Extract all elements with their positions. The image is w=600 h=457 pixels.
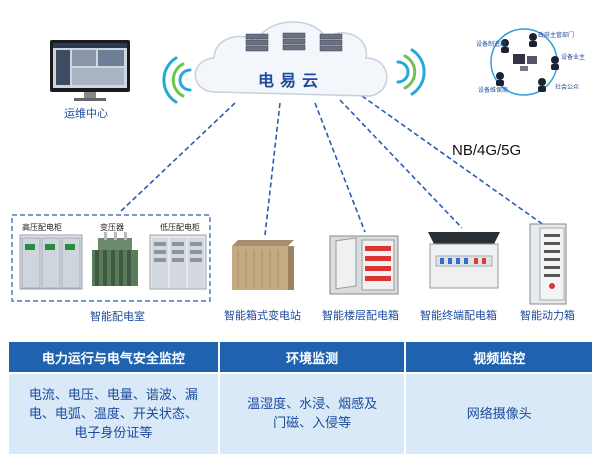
- cloud-shape: [194, 21, 388, 97]
- box-substation-label: 智能箱式变电站: [224, 309, 301, 322]
- terminal-box-label: 智能终端配电箱: [420, 309, 497, 322]
- monitor-icon: [50, 40, 130, 101]
- substation-room-label: 智能配电室: [90, 310, 145, 323]
- terminal-box-image: [428, 232, 500, 289]
- link-floor-box: [314, 102, 366, 233]
- ring-label-manufacturer: 设备制造商: [476, 41, 507, 48]
- hv-cabinet-label: 高压配电柜: [22, 223, 62, 232]
- floor-box-image: [329, 235, 399, 295]
- network-label: NB/4G/5G: [452, 142, 522, 159]
- link-box-substation: [264, 102, 281, 236]
- lv-cabinet-image: [149, 234, 207, 290]
- ops-center-label: 运维中心: [64, 107, 108, 120]
- table-header-row: 电力运行与电气安全监控 环境监测 视频监控: [9, 342, 592, 373]
- cloud-title: 电易云: [258, 71, 325, 90]
- wifi-signal-left-icon: [162, 56, 192, 104]
- network-links: [119, 95, 549, 236]
- cell-video: 网络摄像头: [405, 372, 592, 454]
- link-terminal-box: [339, 99, 463, 229]
- cell-environment: 温湿度、水浸、烟感及门磁、入侵等: [218, 372, 407, 454]
- header-video: 视频监控: [405, 342, 592, 373]
- link-substation-room: [119, 102, 236, 213]
- transformer-image: [92, 232, 138, 286]
- ring-label-maintainer: 设备维保商: [478, 87, 509, 94]
- cell-power-safety: 电流、电压、电量、谐波、漏电、电弧、温度、开关状态、电子身份证等: [9, 372, 220, 454]
- lv-cabinet-label: 低压配电柜: [160, 223, 200, 232]
- hv-cabinet-image: [19, 234, 83, 290]
- ring-label-government: 政府主管部门: [538, 32, 575, 39]
- floor-box-label: 智能楼层配电箱: [322, 309, 399, 322]
- ring-label-owner: 设备业主: [561, 54, 586, 61]
- wifi-signal-right-icon: [396, 48, 426, 96]
- substation-room-frame: [11, 214, 211, 302]
- ring-label-public: 社会公众: [555, 84, 580, 91]
- power-box-label: 智能动力箱: [520, 309, 575, 322]
- monitoring-table: 电力运行与电气安全监控 环境监测 视频监控 电流、电压、电量、谐波、漏电、电弧、…: [9, 342, 592, 454]
- table-row: 电流、电压、电量、谐波、漏电、电弧、温度、开关状态、电子身份证等 温湿度、水浸、…: [9, 372, 592, 454]
- header-environment: 环境监测: [218, 342, 407, 373]
- transformer-label: 变压器: [100, 223, 124, 232]
- power-box-image: [529, 223, 567, 305]
- header-power-safety: 电力运行与电气安全监控: [9, 342, 220, 373]
- user-ring-diagram: [490, 28, 559, 96]
- box-substation-image: [232, 240, 294, 290]
- server-icon: [245, 32, 343, 52]
- link-power-box: [361, 95, 549, 229]
